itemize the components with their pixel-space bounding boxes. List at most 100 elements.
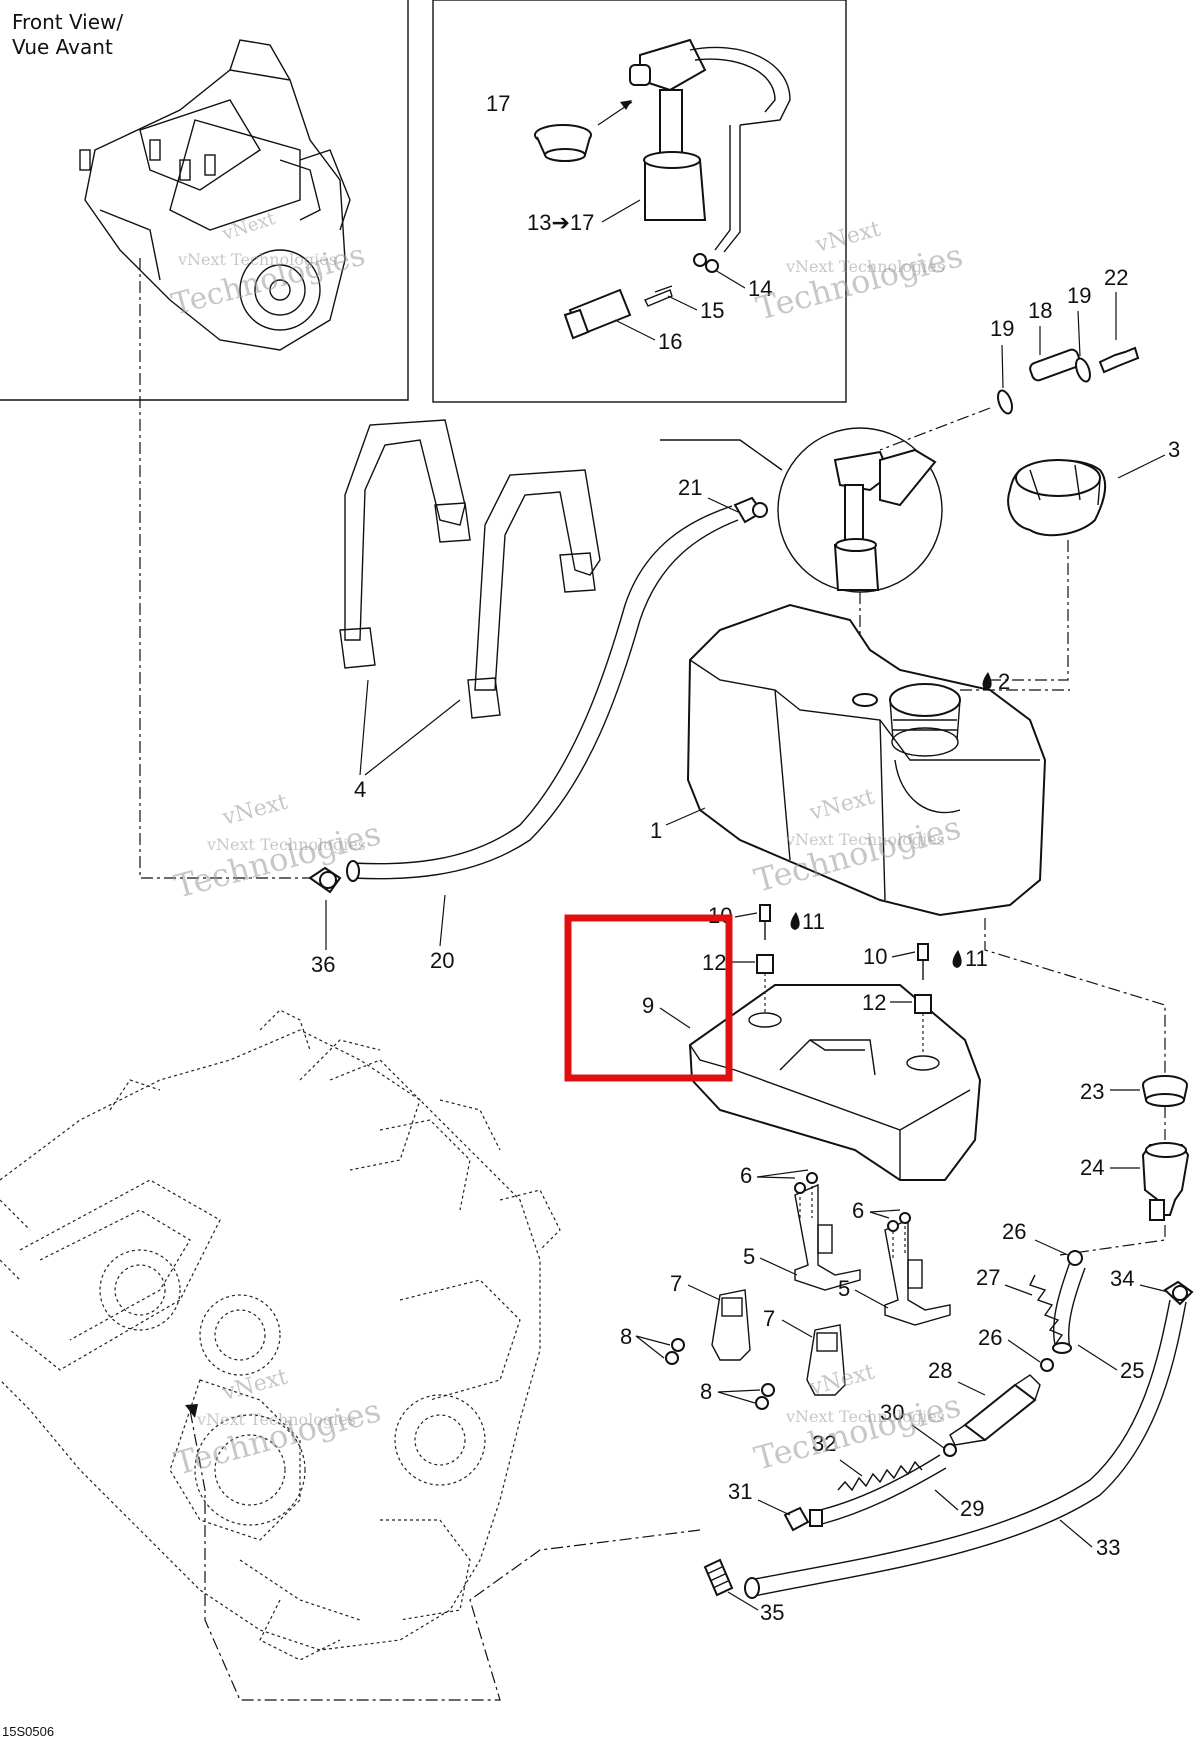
callout-9: 9 — [642, 993, 654, 1018]
spring-35 — [703, 1558, 734, 1597]
callout-24: 24 — [1080, 1155, 1104, 1180]
callout-23: 23 — [1080, 1079, 1104, 1104]
clamp-36 — [308, 866, 342, 894]
callout-12a: 12 — [702, 950, 726, 975]
callout-8b: 8 — [700, 1379, 712, 1404]
clamp — [1075, 357, 1091, 383]
brackets-5 — [794, 1180, 951, 1326]
highlight-box — [564, 914, 733, 1082]
callout-13-17: 13➔17 — [527, 210, 594, 235]
spring-27 — [1029, 1274, 1064, 1346]
callout-20: 20 — [430, 948, 454, 973]
front-view-engine-drawing — [79, 39, 351, 351]
callout-16: 16 — [658, 329, 682, 354]
callout-36: 36 — [311, 952, 335, 977]
callout-3: 3 — [1168, 437, 1180, 462]
vent-fittings — [879, 346, 1140, 451]
tank-support — [688, 984, 982, 1181]
hose-25 — [1052, 1261, 1086, 1354]
callout-18: 18 — [1028, 298, 1052, 323]
callout-31: 31 — [728, 1479, 752, 1504]
callout-26a: 26 — [1002, 1219, 1026, 1244]
check-valve — [1098, 346, 1140, 374]
callout-29: 29 — [960, 1496, 984, 1521]
detail-circle — [660, 427, 943, 690]
inset-title-line2: Vue Avant — [12, 35, 113, 59]
clamp-21 — [733, 496, 768, 524]
clamp — [997, 389, 1013, 415]
screws-6 — [794, 1172, 911, 1232]
callout-7a: 7 — [670, 1271, 682, 1296]
callout-7b: 7 — [763, 1306, 775, 1331]
screws-8 — [665, 1338, 775, 1410]
callout-4: 4 — [354, 777, 366, 802]
callout-6a: 6 — [740, 1163, 752, 1188]
watermark-text: Technologies — [170, 1391, 384, 1483]
watermark-text: vNext Technologies — [206, 835, 366, 854]
bolts-10-12 — [756, 904, 932, 1055]
watermark-text: vNext — [812, 217, 883, 259]
callouts-inset: 17 13➔17 14 15 16 — [486, 91, 772, 354]
callout-17: 17 — [486, 91, 510, 116]
watermark-text: vNext — [219, 1365, 290, 1407]
watermark-text: Technologies — [752, 236, 966, 328]
callout-15: 15 — [700, 298, 724, 323]
watermark-text: Technologies — [750, 1386, 964, 1478]
engine-drawing — [0, 1009, 561, 1661]
callout-21: 21 — [678, 475, 702, 500]
watermark-text: vNext Technologies — [785, 257, 945, 276]
watermark-text: vNext Technologies — [785, 1407, 945, 1426]
callout-34: 34 — [1110, 1266, 1134, 1291]
watermark-text: vNext — [219, 790, 290, 832]
callout-12b: 12 — [862, 990, 886, 1015]
callout-11b: 11 — [965, 946, 988, 971]
callout-25: 25 — [1120, 1358, 1144, 1383]
inset-title-line1: Front View/ — [12, 10, 123, 34]
callout-27: 27 — [976, 1265, 1000, 1290]
callout-19b: 19 — [1067, 283, 1091, 308]
callout-6b: 6 — [852, 1198, 864, 1223]
callout-22: 22 — [1104, 265, 1128, 290]
callout-2: 2 — [998, 669, 1010, 694]
callout-33: 33 — [1096, 1535, 1120, 1560]
watermark-text: vNext Technologies — [177, 250, 337, 269]
fuel-hose-20 — [346, 505, 739, 882]
watermark-text: vNext Technologies — [196, 1410, 356, 1429]
fuel-tank — [686, 603, 1047, 917]
callout-19a: 19 — [990, 316, 1014, 341]
brackets-7 — [711, 1289, 846, 1396]
fuel-cap — [1007, 459, 1107, 537]
callout-32: 32 — [812, 1431, 836, 1456]
callout-35: 35 — [760, 1600, 784, 1625]
fitting-31 — [783, 1506, 823, 1532]
spring-32 — [837, 1460, 923, 1492]
filler-neck — [889, 683, 961, 717]
diagram-code: 15S0506 — [2, 1724, 54, 1739]
watermark-text: vNext — [806, 1360, 877, 1402]
detail-connector — [879, 448, 937, 507]
fuel-filter-28 — [943, 1374, 1041, 1457]
callout-30: 30 — [880, 1400, 904, 1425]
tank-straps — [339, 419, 601, 719]
front-view-inset: Front View/ Vue Avant vNext vNext Techno… — [0, 0, 409, 401]
watermark-text: vNext — [219, 208, 278, 245]
callout-10b: 10 — [863, 944, 887, 969]
sensor-float — [644, 159, 707, 221]
callout-14: 14 — [748, 276, 772, 301]
callout-26b: 26 — [978, 1325, 1002, 1350]
filler-fittings — [1059, 1075, 1190, 1256]
callout-5a: 5 — [743, 1244, 755, 1269]
watermark-text: vNext Technologies — [785, 830, 945, 849]
hose-29 — [819, 1454, 947, 1525]
callout-28: 28 — [928, 1358, 952, 1383]
callout-11a: 11 — [802, 909, 825, 934]
fuel-sensor-inset — [432, 0, 847, 403]
clamp-34 — [1163, 1280, 1194, 1306]
callout-5b: 5 — [838, 1276, 850, 1301]
callout-8a: 8 — [620, 1324, 632, 1349]
hose-33 — [744, 1299, 1187, 1599]
clamps-26 — [1040, 1250, 1083, 1372]
callout-1: 1 — [650, 818, 662, 843]
watermark-text: Technologies — [170, 814, 384, 906]
